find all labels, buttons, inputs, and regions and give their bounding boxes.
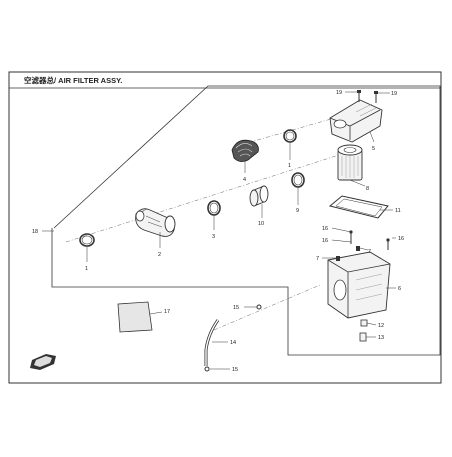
part-filter-element	[337, 144, 363, 181]
part-sleeve	[249, 185, 269, 207]
diagram-title: 空滤器总/ AIR FILTER ASSY.	[24, 75, 122, 85]
brand-logo-icon	[30, 354, 56, 370]
callout-18: 18	[32, 229, 38, 235]
part-rubber-boot	[231, 139, 259, 162]
callout-16-right: 16	[398, 236, 404, 242]
part-hose-clip-top	[256, 304, 262, 310]
part-intake-duct	[135, 208, 176, 237]
callout-14: 14	[230, 340, 236, 346]
callout-1-left: 1	[85, 266, 88, 272]
callout-7-right: 7	[368, 249, 371, 255]
callout-9: 9	[296, 208, 299, 214]
callout-1-upper: 1	[288, 163, 291, 169]
part-screw-19-right	[374, 91, 378, 103]
part-drain-plug	[359, 332, 367, 342]
callout-6: 6	[398, 286, 401, 292]
part-filter-box	[327, 251, 391, 319]
callout-16-lower: 16	[322, 238, 328, 244]
part-clip-16-right	[386, 238, 390, 250]
callout-17: 17	[164, 309, 170, 315]
callout-13: 13	[378, 335, 384, 341]
callout-15-upper: 15	[233, 305, 239, 311]
part-clamp-upper	[283, 129, 297, 143]
axis-line-intake	[65, 153, 343, 243]
part-filter-cover	[329, 99, 383, 143]
part-hose-clip-bottom	[204, 366, 210, 372]
diagram-frame	[8, 71, 442, 384]
callout-2: 2	[158, 252, 161, 258]
callout-5: 5	[372, 146, 375, 152]
callout-19-right: 19	[391, 91, 397, 97]
part-clamp-left	[79, 233, 95, 247]
part-screw-19-left	[357, 90, 361, 102]
leader-lines	[42, 91, 396, 370]
part-drain-fitting	[360, 319, 368, 327]
callout-3: 3	[212, 234, 215, 240]
callout-16-upper: 16	[322, 226, 328, 232]
part-clip-7-right	[356, 246, 360, 251]
callout-19-left: 19	[336, 90, 342, 96]
part-drain-hose	[204, 319, 220, 366]
callout-11: 11	[395, 208, 401, 214]
callout-4: 4	[243, 177, 246, 183]
part-label-sheet	[117, 301, 153, 333]
part-gasket	[328, 195, 389, 219]
callout-8: 8	[366, 186, 369, 192]
callout-7-left: 7	[316, 256, 319, 262]
assembly-boundary	[51, 85, 441, 356]
callout-12: 12	[378, 323, 384, 329]
part-clip-7-left	[336, 256, 340, 261]
part-clamp-right	[291, 172, 305, 188]
callout-15-lower: 15	[232, 367, 238, 373]
part-clamp-middle	[207, 200, 221, 216]
callout-labels: 1 2 3 10 9 8 11 4 1 5 19 19 18 16 16 16 …	[32, 90, 404, 373]
axis-line-drain	[213, 284, 321, 331]
callout-10: 10	[258, 221, 264, 227]
